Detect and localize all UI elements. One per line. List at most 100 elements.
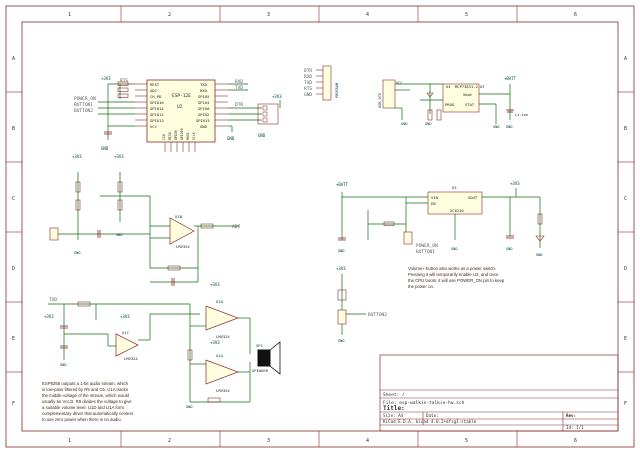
esp-passives xyxy=(104,81,279,135)
pin-label: GPIO14 xyxy=(150,106,164,111)
col-label: 2 xyxy=(168,438,171,444)
note-line: complementary driver that automatically … xyxy=(42,411,133,416)
header-pin: RXD xyxy=(304,74,312,80)
opamp-value: LMV324 xyxy=(124,356,138,361)
row-label: B xyxy=(624,126,627,132)
id-label: Id: 1/1 xyxy=(566,425,584,430)
esp-wires xyxy=(98,83,281,140)
pin-label: GPIO4 xyxy=(198,100,210,105)
pin-label: GPIO15 xyxy=(196,118,210,123)
regulator-section: U3 VIN EN VOUT XC6210 +BATT +3V3 POWER_O… xyxy=(336,181,545,257)
pin-label: GPIO9 xyxy=(174,130,178,140)
col-label: 6 xyxy=(574,12,577,18)
power-v33: +3V3 xyxy=(114,154,124,159)
row-label: C xyxy=(12,196,15,202)
esp-net-labels: RTS RXD TXD DTR POWER_ON BUTTON1 BUTTON2 xyxy=(74,78,243,114)
note-line: Pressing it will temporarily enable U3, … xyxy=(408,272,499,277)
power-note: Volume+ button also works as a power swi… xyxy=(408,266,505,289)
module-value: ESP-12E xyxy=(172,93,191,99)
charger-section: USB_OTG VCC U4 MCP73831-2-OT Vbat PROG S… xyxy=(378,76,528,129)
power-gnd: GND xyxy=(74,251,81,255)
net-dtr: DTR xyxy=(235,102,243,108)
charger-pin: STAT xyxy=(465,102,475,107)
power-v33: +3V3 xyxy=(210,340,220,345)
pin-label: VCC xyxy=(150,124,157,129)
power-v33: +3V3 xyxy=(336,266,346,271)
power-gnd: GND xyxy=(116,233,123,237)
power-vbatt: +BATT xyxy=(504,76,517,81)
col-label: 1 xyxy=(68,12,71,18)
opamp-value: LMV324 xyxy=(176,244,190,249)
note-line: Volume+ button also works as a power swi… xyxy=(408,266,496,271)
rev-label: Rev: xyxy=(566,413,576,418)
power-gnd: GND xyxy=(60,363,67,367)
charger-ref: U4 xyxy=(446,84,451,89)
net-power-on: POWER_ON xyxy=(416,243,438,249)
vcc-label: VCC xyxy=(396,81,403,85)
pin-label: GPIO13 xyxy=(150,118,164,123)
row-label: F xyxy=(624,401,627,407)
header-pin: DTR xyxy=(304,68,312,74)
power-v33: +3V3 xyxy=(510,181,520,186)
power-gnd: GND xyxy=(101,146,109,151)
sheet-label: Sheet: / xyxy=(383,392,405,398)
power-gnd: GND xyxy=(258,133,266,138)
regulator-pin: VOUT xyxy=(468,195,478,200)
charge-led xyxy=(426,92,434,98)
power-gnd: GND xyxy=(506,125,513,129)
net-button1: BUTTON1 xyxy=(416,249,435,255)
button2-switch: +3V3 BUTTON2 GND xyxy=(336,266,387,343)
net-button2: BUTTON2 xyxy=(368,312,387,318)
col-label: 5 xyxy=(465,438,468,444)
size-label: Size: A4 xyxy=(383,413,404,418)
col-label: 5 xyxy=(465,12,468,18)
date-label: Date: xyxy=(426,413,439,418)
pin-label: TXD xyxy=(200,82,208,87)
power-v33: +3V3 xyxy=(72,154,82,159)
title-label: Title: xyxy=(383,405,405,412)
column-labels-top: 1 2 3 4 5 6 xyxy=(68,12,577,18)
power-v33: +3V3 xyxy=(272,94,282,99)
file-label: File: esp-walkie-talkie-hw.sch xyxy=(383,400,465,406)
note-line: the power on. xyxy=(408,284,434,289)
charger-ic xyxy=(442,83,480,113)
title-block: Sheet: / File: esp-walkie-talkie-hw.sch … xyxy=(379,354,619,432)
note-line: to use zero power when there is no audio… xyxy=(42,417,122,422)
power-gnd: GND xyxy=(338,249,345,253)
col-label: 4 xyxy=(366,12,369,18)
pin-label: CH_PD xyxy=(150,94,162,99)
col-label: 1 xyxy=(68,438,71,444)
row-label: D xyxy=(624,266,627,272)
net-adc: ADC xyxy=(232,224,240,230)
note-line: a suitable volume level. U1D and U1A for… xyxy=(42,405,124,410)
speaker-label: SPEAKER xyxy=(252,368,269,373)
pin-label: RXD xyxy=(200,88,208,93)
speaker-ref: SP1 xyxy=(256,343,264,348)
net-txd: TXD xyxy=(49,297,57,303)
module-ref: U2 xyxy=(177,104,183,110)
mic-connector xyxy=(49,227,59,241)
row-label: F xyxy=(12,401,15,407)
row-label: A xyxy=(624,56,627,62)
net-rts: RTS xyxy=(120,78,128,84)
note-line: the middle voltage of the stream, which … xyxy=(42,393,130,398)
row-label: D xyxy=(12,266,15,272)
col-label: 4 xyxy=(366,438,369,444)
kicad-label: KiCad E.D.A. kicad 4.0.2+dfsg1-stable xyxy=(383,419,477,424)
pin-label: GPIO2 xyxy=(198,112,209,117)
esp-power-labels: +3V3 +3V3 GND GND GND xyxy=(101,76,282,151)
row-label: C xyxy=(624,196,627,202)
column-labels-bottom: 1 2 3 4 5 6 xyxy=(68,438,577,444)
row-labels-right: A B C D E F xyxy=(624,56,627,407)
header-pin: GND xyxy=(304,92,312,98)
frame-ticks xyxy=(6,6,634,447)
net-txd: TXD xyxy=(235,85,243,91)
pin-label: GND xyxy=(200,124,208,129)
pin-label: MISO xyxy=(168,132,172,140)
header-pin: TXD xyxy=(304,80,312,86)
pin-label: CS0 xyxy=(162,134,166,140)
row-label: E xyxy=(624,336,627,342)
charger-value: MCP73831-2-OT xyxy=(455,84,485,89)
opamp-ref: U1D xyxy=(216,299,224,304)
row-label: E xyxy=(12,336,15,342)
